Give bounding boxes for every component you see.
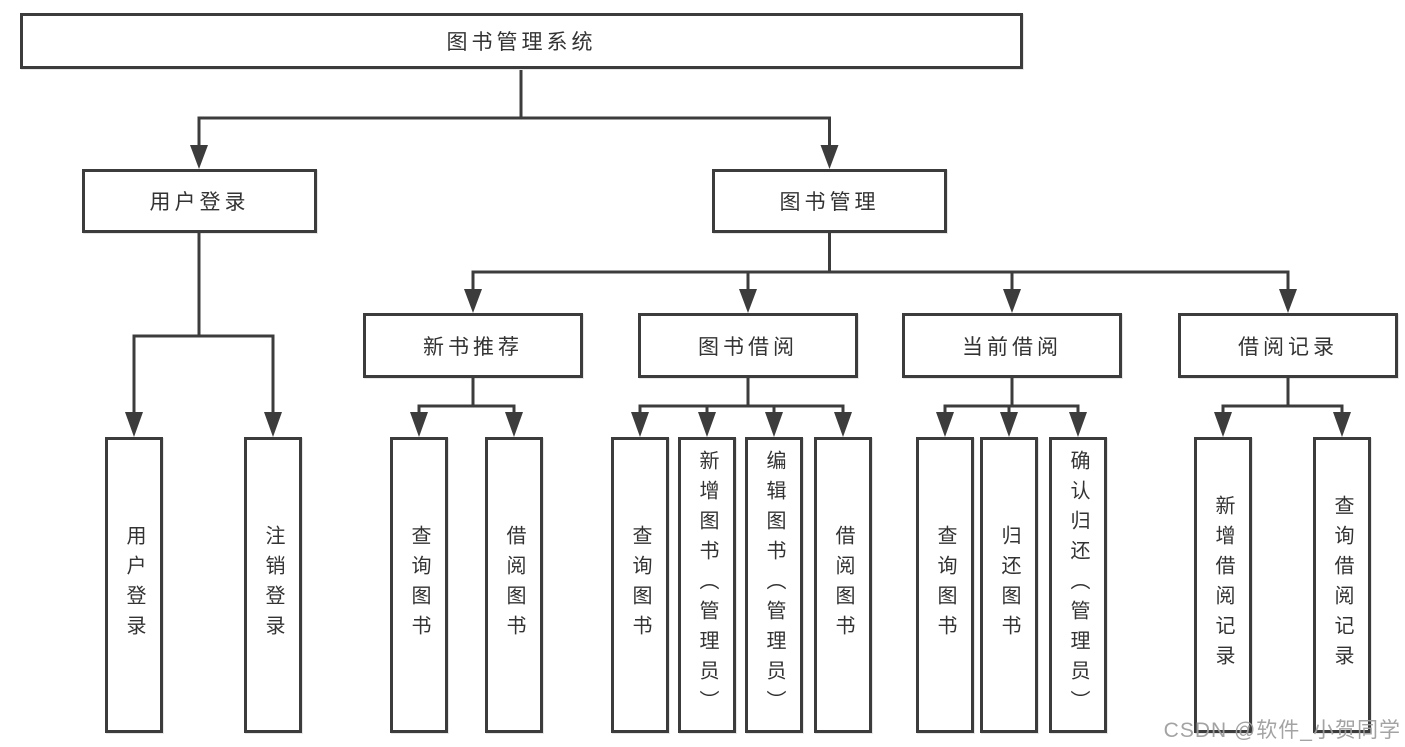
node-root-label: 图书管理系统 [446, 31, 597, 54]
leaf-confirm-return-admin-label: 确认归还（管理员） [1067, 450, 1089, 720]
connector-currentborrow-to-leaves [936, 378, 1087, 437]
leaf-add-borrow-record-label: 新增借阅记录 [1212, 495, 1234, 675]
leaf-query-books-recommend: 查询图书 [390, 437, 448, 733]
node-book-management: 图书管理 [712, 169, 947, 233]
node-book-borrowing: 图书借阅 [638, 313, 858, 378]
leaf-borrow-books-recommend-label: 借阅图书 [503, 525, 525, 645]
node-new-book-recommendation-label: 新书推荐 [423, 335, 523, 359]
leaf-query-books-borrowing-label: 查询图书 [629, 525, 651, 645]
leaf-query-books-current-label: 查询图书 [934, 525, 956, 645]
leaf-user-login: 用户登录 [105, 437, 163, 733]
leaf-add-book-admin-label: 新增图书（管理员） [696, 450, 718, 720]
connector-root-to-level2 [190, 70, 839, 169]
leaf-return-books-label: 归还图书 [998, 525, 1020, 645]
node-book-management-label: 图书管理 [779, 191, 880, 214]
node-current-borrowing-label: 当前借阅 [962, 335, 1062, 359]
leaf-query-borrow-record: 查询借阅记录 [1313, 437, 1371, 733]
node-borrowing-records: 借阅记录 [1178, 313, 1398, 378]
leaf-borrow-books-recommend: 借阅图书 [485, 437, 543, 733]
connector-newbooks-to-leaves [410, 378, 523, 437]
leaf-edit-book-admin: 编辑图书（管理员） [745, 437, 803, 733]
leaf-return-books: 归还图书 [980, 437, 1038, 733]
leaf-query-borrow-record-label: 查询借阅记录 [1331, 495, 1353, 675]
leaf-borrow-books-borrowing-label: 借阅图书 [832, 525, 854, 645]
leaf-query-books-current: 查询图书 [916, 437, 974, 733]
node-new-book-recommendation: 新书推荐 [363, 313, 583, 378]
leaf-confirm-return-admin: 确认归还（管理员） [1049, 437, 1107, 733]
watermark: CSDN @软件_小贺同学 [1163, 719, 1401, 742]
connector-bookborrow-to-leaves [631, 378, 852, 437]
connector-userlogin-to-leaves [125, 233, 282, 437]
node-root: 图书管理系统 [20, 13, 1023, 69]
node-current-borrowing: 当前借阅 [902, 313, 1122, 378]
leaf-user-login-label: 用户登录 [123, 525, 145, 645]
leaf-add-borrow-record: 新增借阅记录 [1194, 437, 1252, 733]
leaf-borrow-books-borrowing: 借阅图书 [814, 437, 872, 733]
leaf-logout-label: 注销登录 [262, 525, 284, 645]
leaf-query-books-recommend-label: 查询图书 [408, 525, 430, 645]
leaf-edit-book-admin-label: 编辑图书（管理员） [763, 450, 785, 720]
node-user-login-label: 用户登录 [149, 191, 250, 214]
connector-borrowrecords-to-leaves [1214, 378, 1351, 437]
leaf-logout: 注销登录 [244, 437, 302, 733]
leaf-query-books-borrowing: 查询图书 [611, 437, 669, 733]
node-user-login: 用户登录 [82, 169, 317, 233]
node-book-borrowing-label: 图书借阅 [698, 335, 798, 359]
node-borrowing-records-label: 借阅记录 [1238, 335, 1338, 359]
leaf-add-book-admin: 新增图书（管理员） [678, 437, 736, 733]
connector-bookmgmt-to-level3 [464, 233, 1297, 313]
